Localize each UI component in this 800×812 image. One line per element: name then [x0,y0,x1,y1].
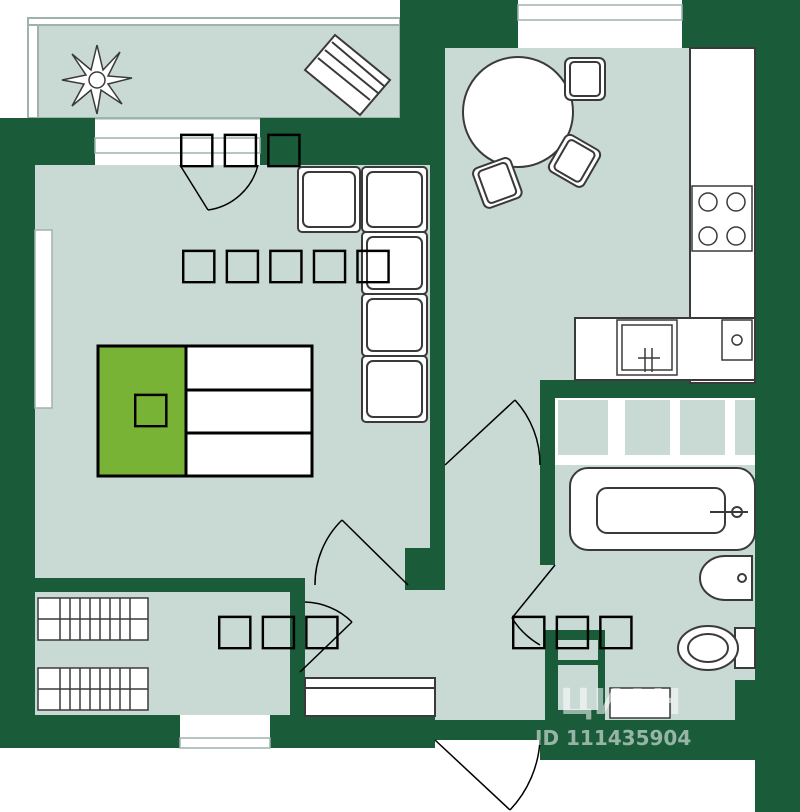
bathtub-icon [569,467,756,551]
radiator-icon [37,597,149,711]
door-swing-bathroom [511,564,556,646]
dining-table [462,56,574,168]
balcony-door-label: □□□ [176,122,307,173]
bathroom-label: □□□ [508,604,639,655]
corridor-floor [445,380,555,570]
living-room-label: □□□□□ [178,238,396,289]
washbasin [699,555,753,601]
bed-pillow-label: □ [130,382,174,433]
lounger-icon [303,33,392,117]
door-swing-storage [299,601,353,673]
bed [96,344,314,478]
hallway-label: □□□ [214,604,345,655]
boiler [721,319,753,361]
watermark-id: ID 111435904 [535,726,692,750]
hallway-cabinet [304,677,436,717]
plant-icon [61,44,133,115]
washing-machine [609,687,671,719]
door-swing-living [314,519,409,586]
watermark-brand: ЦИАН [560,682,682,723]
windows [34,4,683,749]
chairs [472,57,606,209]
stove-icon [691,185,753,252]
door-swing-entrance [434,739,541,811]
sofa [297,166,428,423]
sink-icon [616,319,678,376]
wall-niches [558,400,755,710]
toilet-icon [677,625,756,671]
door-swing-balcony [179,164,259,211]
door-swing-kitchen [444,399,541,466]
